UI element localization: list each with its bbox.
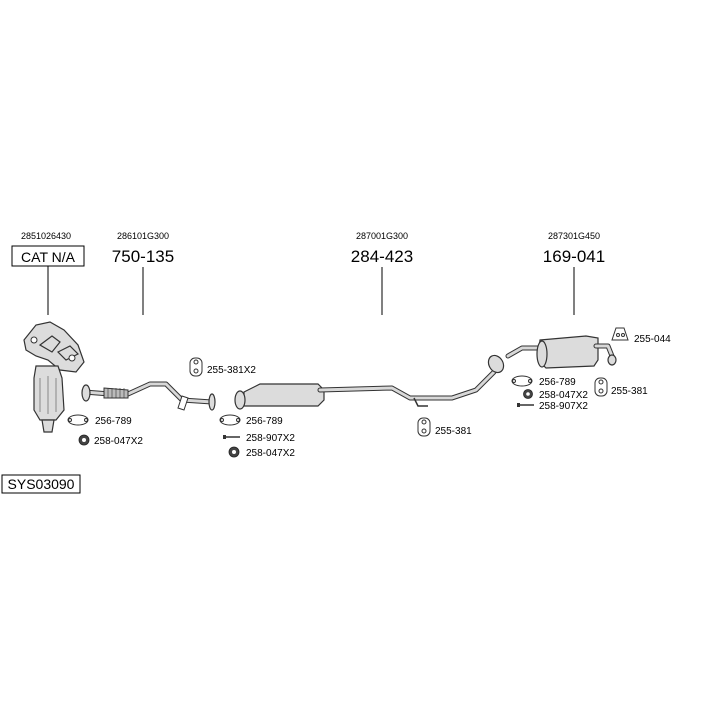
system-id: SYS03090 — [8, 476, 75, 492]
hardware-label: 258-907X2 — [539, 401, 588, 412]
catalytic-converter-drawing — [23, 321, 85, 433]
hardware-label: 256-789 — [539, 377, 576, 388]
bolt-icon — [517, 403, 534, 407]
rubber-hanger-icon — [594, 377, 608, 397]
hardware-label: 255-381 — [611, 386, 648, 397]
hardware-label: 256-789 — [246, 416, 283, 427]
bracket-icon — [611, 327, 629, 341]
part-number-front-pipe: 750-135 — [112, 247, 174, 266]
nut-icon — [523, 389, 533, 399]
hardware-label: 258-047X2 — [539, 390, 588, 401]
nut-icon — [78, 434, 90, 446]
middle-silencer-drawing — [234, 354, 505, 410]
part-number-middle-silencer: 284-423 — [351, 247, 413, 266]
oem-number-catalyst: 2851026430 — [21, 231, 71, 241]
gasket-icon — [511, 375, 533, 387]
rear-silencer-drawing — [505, 335, 617, 369]
oem-number-rear-silencer: 287301G450 — [548, 231, 600, 241]
rubber-hanger-icon — [189, 357, 203, 377]
part-number-catalyst: CAT N/A — [21, 249, 76, 265]
hardware-label: 255-044 — [634, 334, 671, 345]
nut-icon — [228, 446, 240, 458]
rubber-hanger-icon — [417, 417, 431, 437]
bolt-icon — [223, 435, 240, 439]
hardware-label: 256-789 — [95, 416, 132, 427]
oem-number-middle-silencer: 287001G300 — [356, 231, 408, 241]
hardware-label: 255-381X2 — [207, 365, 256, 376]
hardware-label: 255-381 — [435, 426, 472, 437]
hardware-label: 258-047X2 — [94, 436, 143, 447]
part-number-rear-silencer: 169-041 — [543, 247, 605, 266]
gasket-icon — [219, 414, 241, 426]
system-id-box — [1, 474, 81, 494]
oem-number-front-pipe: 286101G300 — [117, 231, 169, 241]
hardware-label: 258-907X2 — [246, 433, 295, 444]
hardware-label: 258-047X2 — [246, 448, 295, 459]
gasket-icon — [67, 414, 89, 426]
front-pipe-drawing — [81, 381, 216, 411]
